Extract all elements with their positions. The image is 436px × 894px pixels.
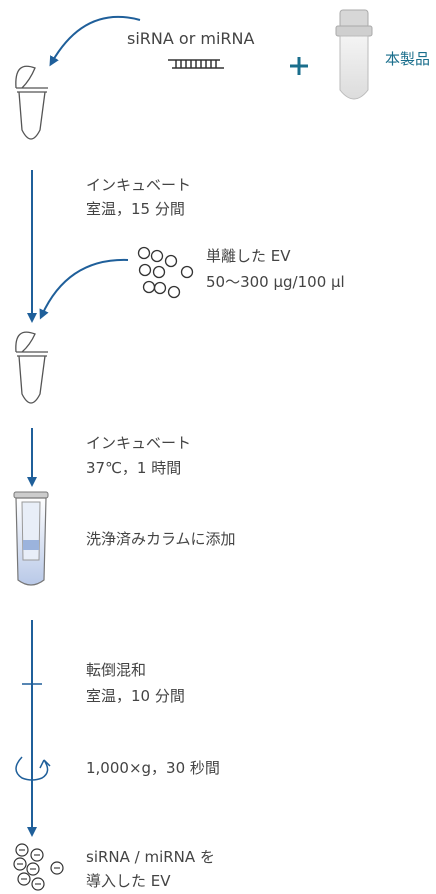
step2-line2: 50～300 µg/100 µl [206,273,345,291]
step7-line2: 導入した EV [86,872,171,890]
plus-icon [290,57,308,75]
step2-line1: 単離した EV [206,247,291,265]
step3-line1: インキュベート [86,434,192,452]
spin-column-icon [13,491,49,586]
rotate-icon [15,756,51,781]
step3-line2: 37℃，1 時間 [86,459,182,477]
step6-line1: 1,000×g，30 秒間 [86,759,220,777]
product-tube-icon [335,9,373,100]
step4-line1: 洗浄済みカラムに添加 [86,530,236,548]
step5-line1: 転倒混和 [86,661,147,679]
microtube-icon-2 [15,331,48,404]
step7-line1: siRNA / miRNA を [86,848,215,866]
rna-strand-icon [168,59,224,69]
curved-arrow-1 [49,15,141,67]
loaded-ev-icon [13,843,64,891]
microtube-icon-1 [15,65,48,140]
step5-line2: 室温，10 分間 [86,687,185,705]
curved-arrow-2 [39,258,129,320]
product-label: 本製品 [385,50,431,68]
ev-circles-icon [137,246,194,299]
step1-line1: インキュベート [86,176,192,194]
reagent-label: siRNA or miRNA [127,29,255,48]
step1-line2: 室温，15 分間 [86,200,185,218]
